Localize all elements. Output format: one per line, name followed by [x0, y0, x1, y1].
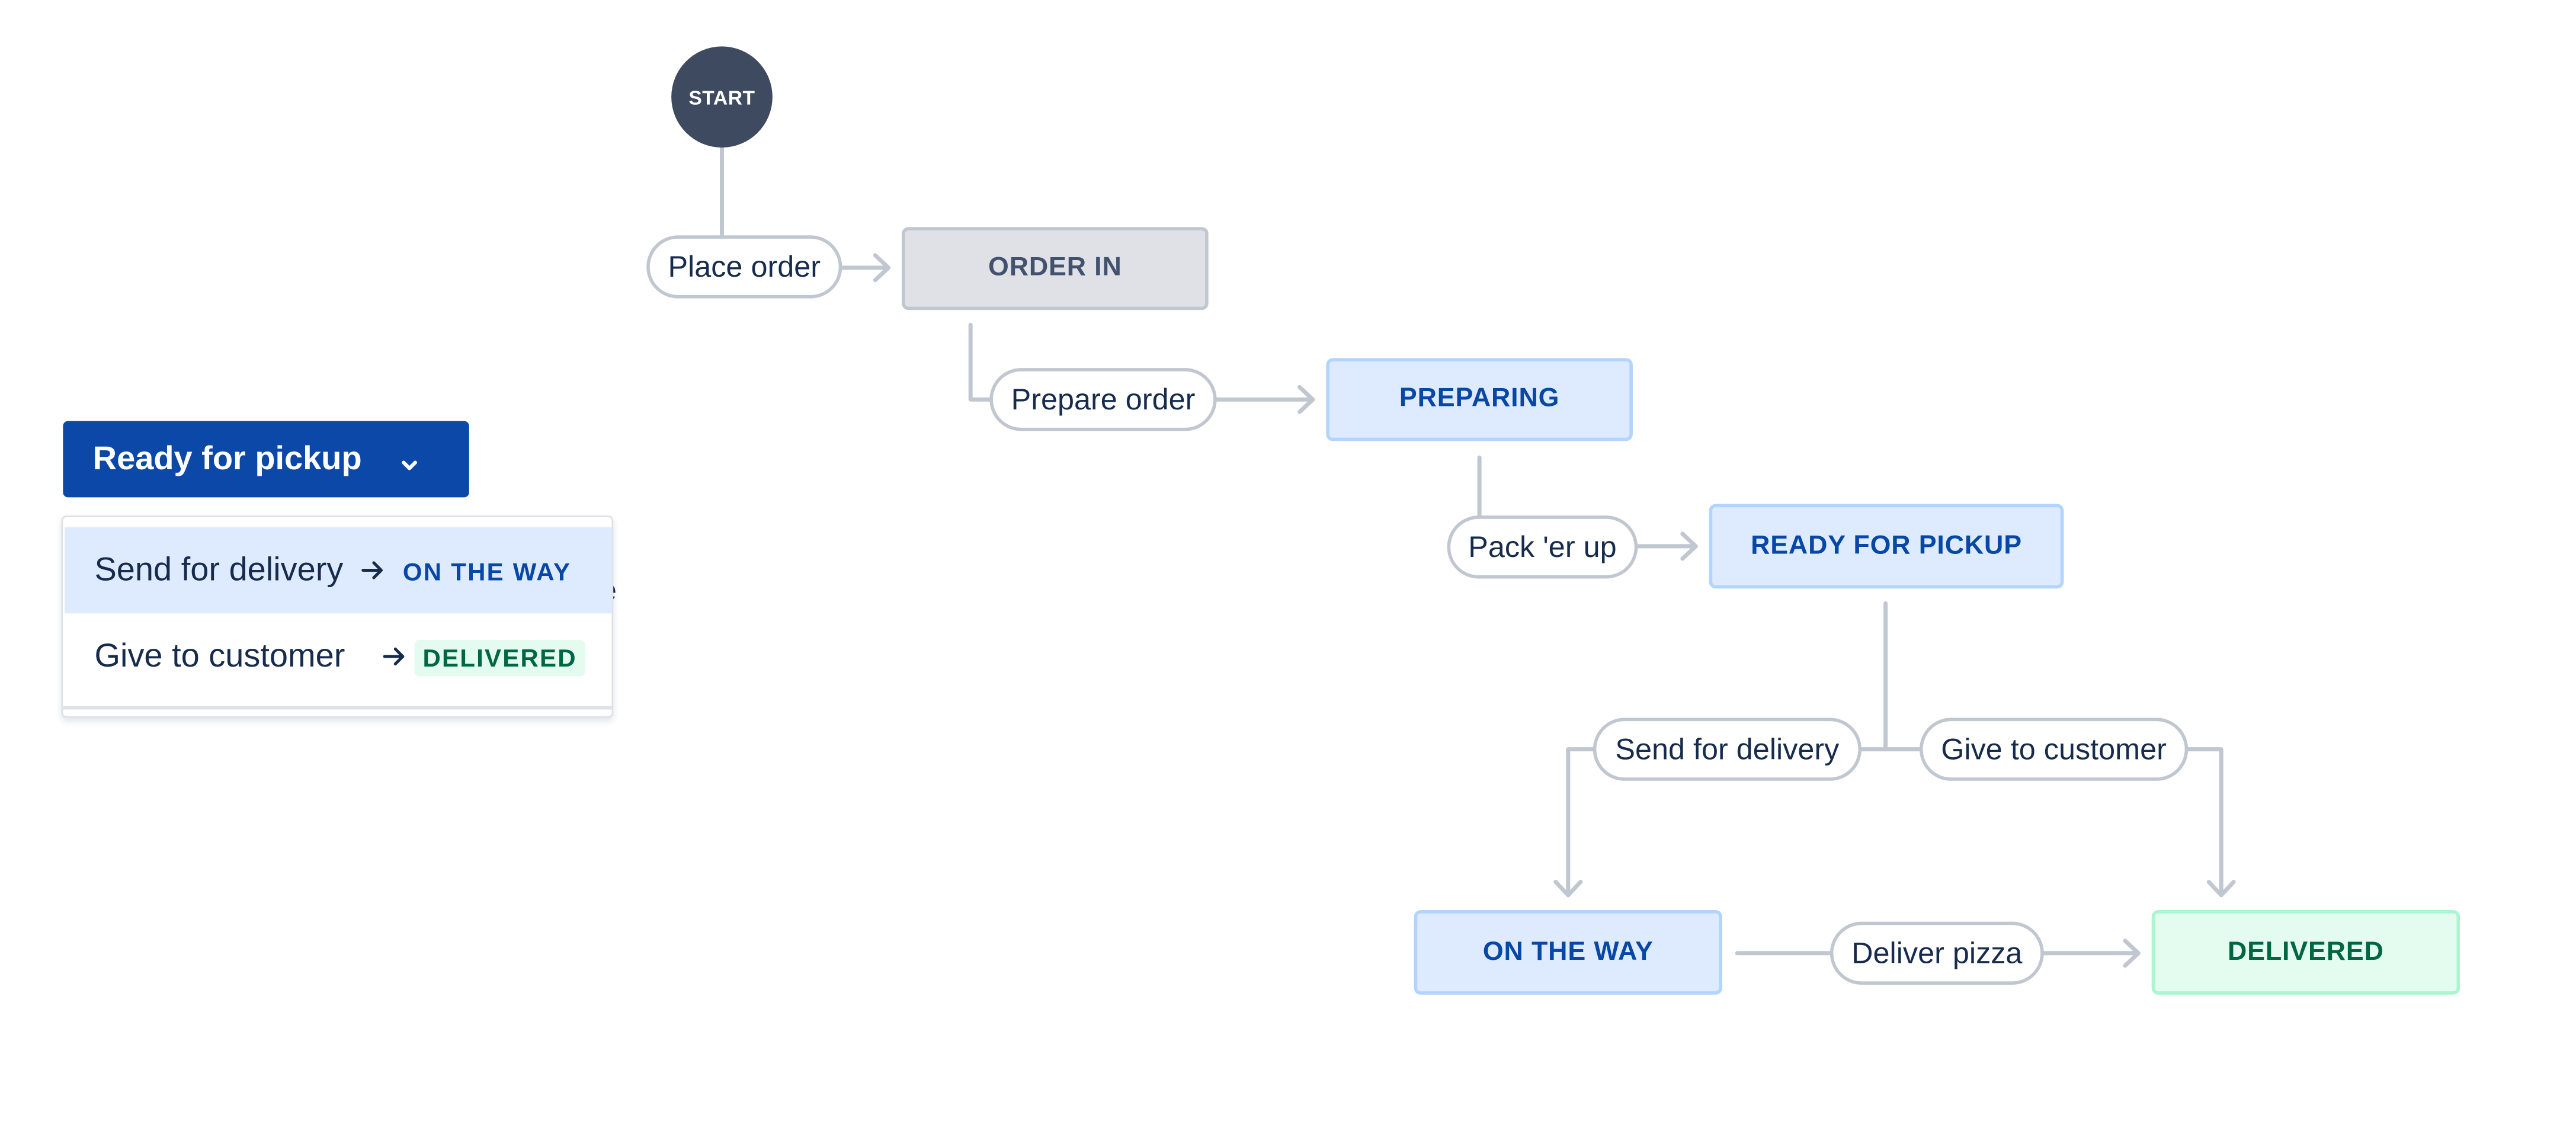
- status-delivered[interactable]: DELIVERED: [2151, 910, 2460, 995]
- menu-item-give-to-customer[interactable]: Give to customer DELIVERED: [65, 613, 611, 699]
- transition-send-for-delivery[interactable]: Send for delivery: [1593, 718, 1862, 781]
- transition-place-order[interactable]: Place order: [646, 235, 842, 299]
- status-ready-for-pickup[interactable]: READY FOR PICKUP: [1709, 504, 2064, 589]
- connector-give-to-customer: [2183, 747, 2223, 898]
- arrowhead-preparing: [1297, 385, 1315, 414]
- arrowhead-delivered-left: [2123, 939, 2141, 968]
- menu-item-label: Give to customer: [94, 638, 345, 675]
- transition-give-to-customer[interactable]: Give to customer: [1919, 718, 2189, 781]
- arrowhead-delivered-top: [2206, 879, 2236, 898]
- arrowhead-ready: [1680, 531, 1698, 561]
- target-status-lozenge: ON THE WAY: [394, 553, 580, 591]
- status-preparing[interactable]: PREPARING: [1326, 358, 1633, 441]
- arrow-right-icon: [382, 642, 408, 680]
- status-dropdown-button[interactable]: Ready for pickup: [63, 421, 469, 498]
- connector-order-in-down: [968, 322, 994, 402]
- status-dropdown-label: Ready for pickup: [92, 440, 362, 477]
- transition-menu: Send for delivery ON THE WAY Give to cus…: [61, 515, 614, 718]
- arrow-right-icon: [360, 555, 386, 593]
- status-on-the-way[interactable]: ON THE WAY: [1414, 910, 1723, 995]
- arrowhead-order-in: [873, 253, 891, 283]
- chevron-down-icon: [399, 447, 419, 485]
- menu-item-label: Send for delivery: [94, 552, 344, 589]
- menu-item-send-for-delivery[interactable]: Send for delivery ON THE WAY: [65, 527, 612, 614]
- status-order-in[interactable]: ORDER IN: [902, 227, 1209, 310]
- menu-divider: [63, 706, 612, 710]
- transition-pack-er-up[interactable]: Pack 'er up: [1447, 515, 1638, 579]
- transition-prepare-order[interactable]: Prepare order: [989, 368, 1217, 431]
- target-status-lozenge: DELIVERED: [414, 639, 585, 677]
- connector-send-for-delivery: [1566, 747, 1597, 898]
- transition-deliver-pizza[interactable]: Deliver pizza: [1830, 921, 2044, 985]
- start-node: START: [671, 46, 773, 148]
- arrowhead-on-the-way: [1553, 879, 1583, 898]
